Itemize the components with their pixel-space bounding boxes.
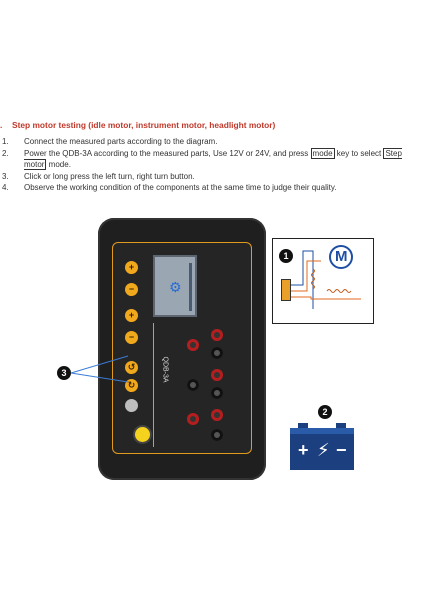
device-panel: + − + − ↺ ↻ ⚙ QDB-3A <box>112 242 252 454</box>
callout-2-badge: 2 <box>318 405 332 419</box>
device-model-label: QDB-3A <box>161 356 169 383</box>
step-text: Click or long press the left turn, right… <box>24 171 195 181</box>
battery-terminal <box>298 423 308 428</box>
coil-wires-icon <box>291 250 361 309</box>
callout-3-badge: 3 <box>57 366 71 380</box>
tester-device-illustration: + − + − ↺ ↻ ⚙ QDB-3A <box>98 218 266 480</box>
step-number: 1. <box>2 137 9 146</box>
step-text-part: Power the QDB-3A according to the measur… <box>24 148 311 158</box>
section-number: . <box>0 120 3 130</box>
list-item: 2. Power the QDB-3A according to the mea… <box>2 147 424 171</box>
panel-divider <box>153 323 154 447</box>
jack-black-icon <box>187 379 199 391</box>
rotary-knob-icon <box>135 427 150 442</box>
plus-button-icon: + <box>125 309 138 322</box>
motor-letter: M <box>335 248 348 265</box>
mode-key-label: mode <box>310 147 335 159</box>
section-heading: . Step motor testing (idle motor, instrum… <box>0 120 424 130</box>
step-motor-mode-label: Step motor <box>24 147 402 171</box>
screen-status-strip <box>189 263 192 311</box>
lcd-screen: ⚙ <box>153 255 197 317</box>
minus-button-icon: − <box>125 331 138 344</box>
callout-1-badge: 1 <box>279 249 293 263</box>
battery-icon: + ⚡ − <box>290 423 354 470</box>
battery-top-bar <box>290 428 354 434</box>
list-item: 3. Click or long press the left turn, ri… <box>2 171 424 183</box>
left-turn-button-icon: ↺ <box>125 361 138 374</box>
step-text-part: mode. <box>46 160 71 170</box>
minus-button-icon: − <box>125 283 138 296</box>
jack-black-icon <box>211 429 223 441</box>
step-number: 2. <box>2 148 9 158</box>
jack-red-icon <box>211 409 223 421</box>
battery-minus-label: − <box>336 440 347 460</box>
bolt-icon: ⚡ <box>317 440 330 460</box>
step-text-part: key to select <box>334 148 384 158</box>
jack-black-icon <box>211 347 223 359</box>
jack-red-icon <box>211 329 223 341</box>
jack-black-icon <box>211 387 223 399</box>
instruction-list: 1. Connect the measured parts according … <box>2 136 424 194</box>
battery-plus-label: + <box>298 440 309 460</box>
list-item: 4. Observe the working condition of the … <box>2 182 424 194</box>
connector-icon <box>281 279 291 301</box>
jack-red-icon <box>187 413 199 425</box>
motor-icon <box>329 245 353 269</box>
plus-button-icon: + <box>125 261 138 274</box>
gear-icon: ⚙ <box>169 279 182 295</box>
step-text: Power the QDB-3A according to the measur… <box>24 147 424 171</box>
mode-button-icon <box>125 399 138 412</box>
jack-red-icon <box>187 339 199 351</box>
list-item: 1. Connect the measured parts according … <box>2 136 424 148</box>
step-text: Observe the working condition of the com… <box>24 183 337 193</box>
step-number: 4. <box>2 183 9 193</box>
step-text: Connect the measured parts according to … <box>24 137 218 146</box>
step-number: 3. <box>2 171 9 181</box>
section-title: Step motor testing (idle motor, instrume… <box>12 120 276 130</box>
right-turn-button-icon: ↻ <box>125 379 138 392</box>
battery-terminal <box>336 423 346 428</box>
jack-red-icon <box>211 369 223 381</box>
